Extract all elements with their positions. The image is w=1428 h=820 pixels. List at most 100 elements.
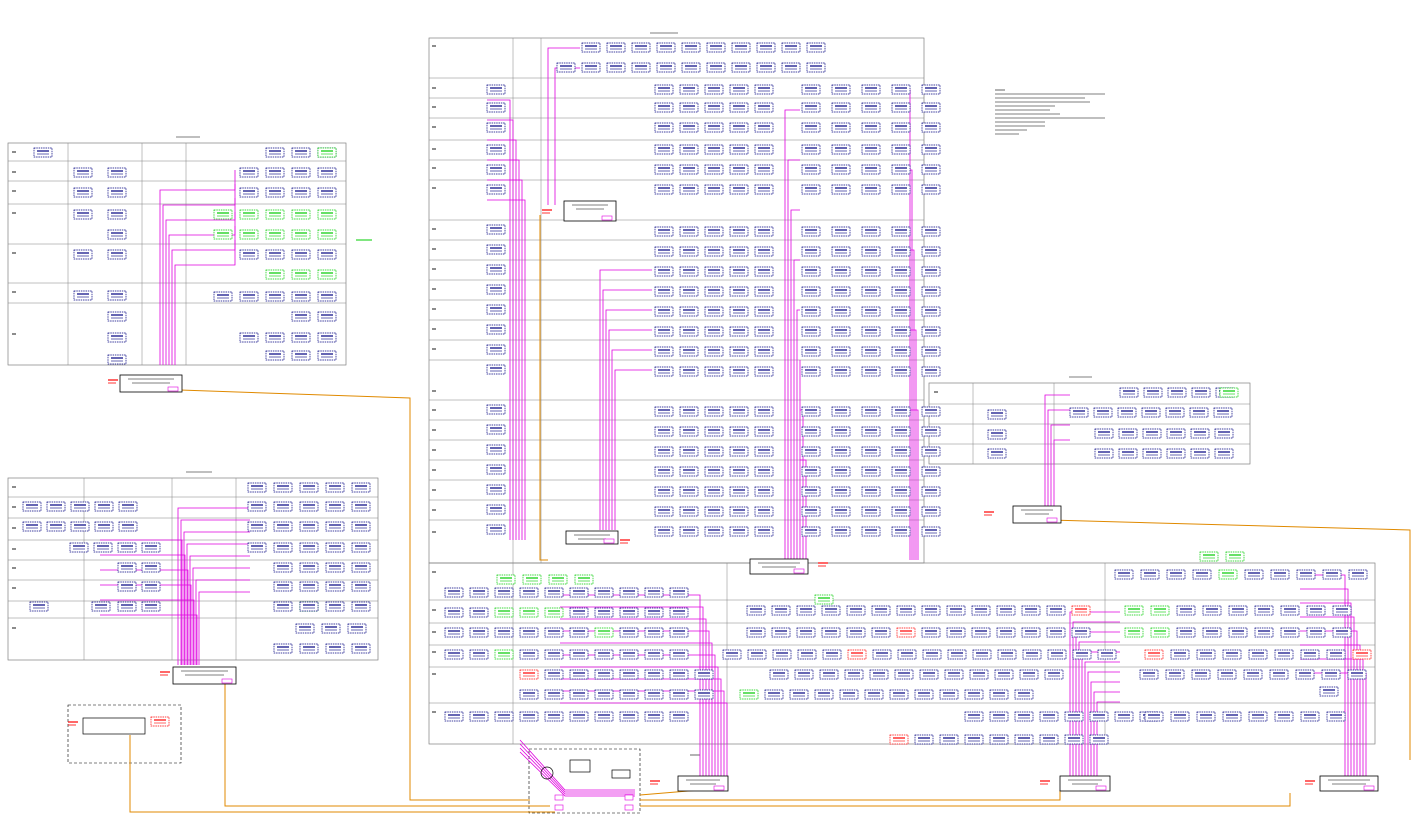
device-outline bbox=[1202, 627, 1222, 638]
device-outline bbox=[1150, 605, 1170, 616]
device-outline bbox=[914, 689, 934, 700]
bus-cable bbox=[554, 67, 580, 205]
device-box bbox=[921, 84, 941, 95]
bus-cable bbox=[183, 531, 250, 665]
device-box bbox=[669, 711, 689, 722]
bus-cable bbox=[1084, 661, 1120, 780]
device-outline bbox=[1269, 669, 1289, 680]
device-outline bbox=[801, 266, 821, 277]
device-box bbox=[729, 346, 749, 357]
device-outline bbox=[1326, 649, 1346, 660]
device-box bbox=[891, 84, 911, 95]
device-outline bbox=[801, 446, 821, 457]
device-outline bbox=[73, 290, 93, 301]
device-box bbox=[1214, 448, 1234, 459]
device-box bbox=[1296, 569, 1316, 580]
device-box bbox=[107, 229, 127, 240]
device-outline bbox=[679, 184, 699, 195]
device-outline bbox=[594, 587, 614, 598]
device-box bbox=[295, 623, 315, 634]
device-outline bbox=[831, 486, 851, 497]
device-outline bbox=[704, 426, 724, 437]
device-outline bbox=[704, 366, 724, 377]
device-box bbox=[754, 426, 774, 437]
device-box bbox=[801, 286, 821, 297]
device-box bbox=[756, 62, 776, 73]
device-box bbox=[756, 42, 776, 53]
device-outline bbox=[1176, 605, 1196, 616]
device-outline bbox=[273, 501, 293, 512]
switch-port bbox=[624, 804, 634, 811]
device-outline bbox=[141, 542, 161, 553]
device-box bbox=[73, 249, 93, 260]
switch-port bbox=[554, 794, 564, 801]
device-box bbox=[729, 526, 749, 537]
device-box bbox=[679, 84, 699, 95]
device-box bbox=[569, 627, 589, 638]
device-outline bbox=[291, 187, 311, 198]
device-outline bbox=[831, 226, 851, 237]
device-outline bbox=[1306, 605, 1326, 616]
device-box bbox=[1093, 407, 1113, 418]
device-outline bbox=[291, 291, 311, 302]
device-box bbox=[891, 286, 911, 297]
device-box bbox=[1022, 649, 1042, 660]
device-box bbox=[679, 226, 699, 237]
controller-port bbox=[713, 785, 725, 791]
device-outline bbox=[325, 643, 345, 654]
bus-cable bbox=[100, 554, 186, 665]
device-outline bbox=[764, 689, 784, 700]
device-box bbox=[1189, 407, 1209, 418]
device-outline bbox=[117, 601, 137, 612]
device-box bbox=[654, 526, 674, 537]
device-outline bbox=[1254, 605, 1274, 616]
device-box bbox=[971, 627, 991, 638]
bus-cable bbox=[159, 170, 236, 365]
device-box bbox=[1150, 605, 1170, 616]
device-outline bbox=[265, 350, 285, 361]
bus-cable bbox=[174, 240, 236, 365]
device-box bbox=[801, 184, 821, 195]
device-outline bbox=[22, 501, 42, 512]
device-outline bbox=[141, 601, 161, 612]
bus-cable bbox=[180, 519, 250, 665]
device-outline bbox=[351, 581, 371, 592]
device-outline bbox=[347, 623, 367, 634]
controller-port bbox=[793, 568, 805, 574]
device-outline bbox=[861, 326, 881, 337]
controller-cabinet bbox=[1319, 775, 1379, 792]
device-outline bbox=[73, 167, 93, 178]
device-box bbox=[317, 147, 337, 158]
device-outline bbox=[861, 306, 881, 317]
bus-cable bbox=[560, 702, 728, 780]
device-box bbox=[548, 574, 568, 585]
device-outline bbox=[754, 366, 774, 377]
device-box bbox=[806, 42, 826, 53]
bus-cable bbox=[1300, 644, 1361, 785]
device-box bbox=[764, 689, 784, 700]
device-outline bbox=[891, 144, 911, 155]
device-outline bbox=[1141, 407, 1161, 418]
device-outline bbox=[644, 627, 664, 638]
device-outline bbox=[679, 426, 699, 437]
device-box bbox=[801, 266, 821, 277]
device-box bbox=[987, 409, 1007, 420]
device-box bbox=[444, 711, 464, 722]
device-box bbox=[891, 326, 911, 337]
device-box bbox=[213, 291, 233, 302]
device-outline bbox=[801, 426, 821, 437]
device-box bbox=[921, 306, 941, 317]
device-box bbox=[239, 209, 259, 220]
bus-cable bbox=[560, 666, 719, 780]
device-outline bbox=[754, 266, 774, 277]
device-outline bbox=[1039, 734, 1059, 745]
device-box bbox=[801, 426, 821, 437]
device-outline bbox=[706, 42, 726, 53]
device-outline bbox=[299, 521, 319, 532]
device-box bbox=[704, 266, 724, 277]
device-outline bbox=[569, 627, 589, 638]
device-box bbox=[351, 601, 371, 612]
device-box bbox=[754, 346, 774, 357]
device-box bbox=[1243, 669, 1263, 680]
device-outline bbox=[291, 311, 311, 322]
